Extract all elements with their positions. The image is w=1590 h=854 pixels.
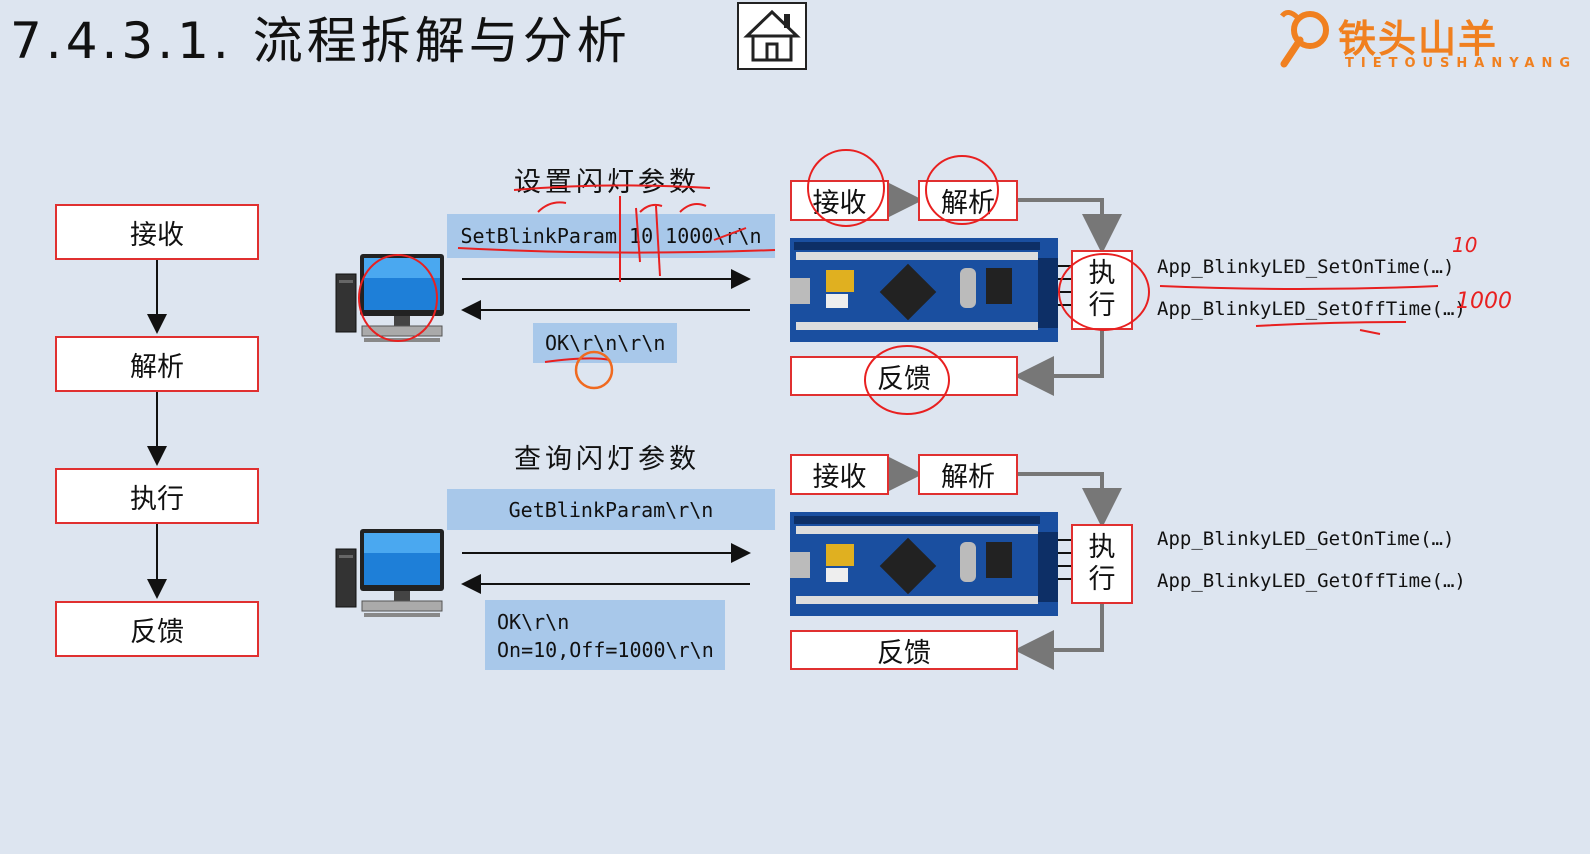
fn-set-on-time: App_BlinkyLED_SetOnTime(…) [1157,256,1455,278]
execute-char-1: 执 [1088,258,1116,289]
step-receive: 接收 [55,204,259,260]
execute-char-1: 执 [1088,532,1116,563]
get-response-line2: On=10,Off=1000\r\n [497,638,714,662]
step-execute: 执行 [55,468,259,524]
get-response-line1: OK\r\n [497,610,570,634]
set-section-label: 设置闪灯参数 [514,167,700,198]
home-button[interactable] [737,2,807,70]
set-command-box: SetBlinkParam 10 1000\r\n [447,214,775,258]
set-receive-box: 接收 [790,180,889,221]
get-feedback-box: 反馈 [790,630,1018,670]
set-execute-box: 执 行 [1071,250,1133,330]
step-feedback: 反馈 [55,601,259,657]
set-response-box: OK\r\n\r\n [533,323,677,363]
fn-get-on-time: App_BlinkyLED_GetOnTime(…) [1157,528,1455,550]
get-response-box: OK\r\n On=10,Off=1000\r\n [485,600,725,670]
stm32-board-image [790,238,1058,342]
page-title: 7.4.3.1. 流程拆解与分析 [10,12,631,70]
execute-char-2: 行 [1088,564,1116,595]
computer-icon [334,252,446,356]
get-receive-box: 接收 [790,454,889,495]
logo-subtitle: TIETOUSHANYANG [1345,56,1578,71]
get-execute-box: 执 行 [1071,524,1133,604]
fn-set-off-time: App_BlinkyLED_SetOffTime(…) [1157,298,1466,320]
set-feedback-box: 反馈 [790,356,1018,396]
logo-text: 铁头山羊 [1338,17,1499,61]
computer-icon [334,527,446,631]
execute-char-2: 行 [1088,290,1116,321]
set-parse-box: 解析 [918,180,1018,221]
stm32-board-image [790,512,1058,616]
fn-get-off-time: App_BlinkyLED_GetOffTime(…) [1157,570,1466,592]
home-icon [743,9,801,62]
get-parse-box: 解析 [918,454,1018,495]
step-parse: 解析 [55,336,259,392]
goat-logo-icon [1278,6,1338,68]
get-command-box: GetBlinkParam\r\n [447,489,775,530]
get-section-label: 查询闪灯参数 [514,444,700,475]
